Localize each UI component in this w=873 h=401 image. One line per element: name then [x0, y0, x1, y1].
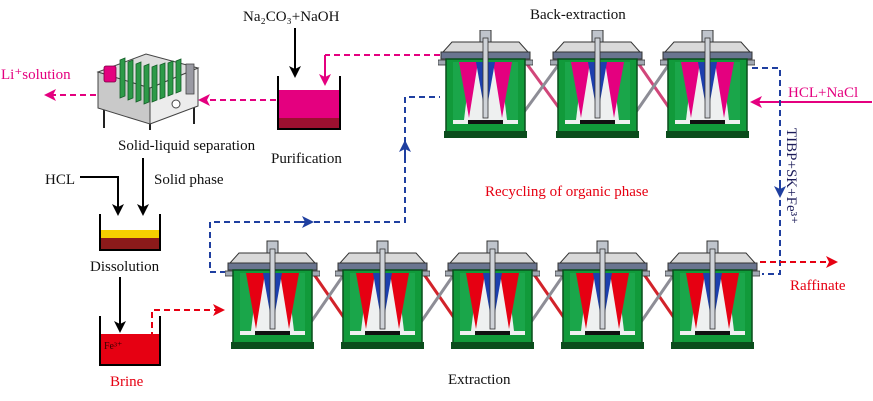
connector-pipe	[309, 269, 349, 323]
solid-liquid-separation-label: Solid-liquid separation	[118, 138, 256, 154]
centrifugal-extractor	[225, 240, 320, 350]
connector-pipe	[639, 269, 679, 323]
brine-feed-arrow	[151, 304, 225, 338]
connector-pipe	[522, 59, 564, 113]
solid-phase-label: Solid phase	[154, 172, 224, 188]
organic-recycle-line-right	[752, 67, 781, 275]
centrifugal-extractor	[665, 240, 760, 350]
recycling-label: Recycling of organic phase	[485, 184, 649, 200]
reagent-label: Na₂CO₃+NaOH	[243, 9, 340, 25]
raffinate-label: Raffinate	[790, 278, 846, 294]
connector-pipe	[634, 59, 674, 113]
extraction-label: Extraction	[448, 372, 511, 388]
purification-label: Purification	[271, 151, 342, 167]
centrifugal-extractor	[335, 240, 430, 350]
filter-press	[96, 53, 200, 130]
hcl-label: HCL	[45, 172, 75, 188]
organic-feed-label: TIBP+SK+Fe³⁺	[783, 128, 799, 224]
brine-beaker	[99, 316, 161, 366]
brine-label: Brine	[110, 374, 144, 390]
centrifugal-extractor	[445, 240, 540, 350]
centrifugal-extractor	[660, 30, 755, 139]
brine-ion-label: Fe³⁺	[104, 341, 122, 352]
purification-beaker	[277, 76, 341, 130]
connector-pipe	[529, 269, 569, 323]
extraction-stage	[225, 240, 760, 350]
centrifugal-extractor	[555, 240, 650, 350]
extraction-connectors	[309, 269, 679, 323]
connector-pipe	[419, 269, 459, 323]
back-extraction-label: Back-extraction	[530, 7, 626, 23]
li-solution-label: Li⁺solution	[1, 67, 71, 83]
hcl-arrow	[80, 176, 124, 216]
dissolution-beaker	[99, 214, 161, 251]
back-extraction-connectors	[522, 59, 674, 113]
centrifugal-extractor	[438, 30, 533, 139]
back-extraction-stage	[438, 30, 755, 139]
hcl-nacl-label: HCL+NaCl	[788, 85, 858, 101]
dissolution-label: Dissolution	[90, 259, 160, 275]
centrifugal-extractor	[550, 30, 645, 139]
